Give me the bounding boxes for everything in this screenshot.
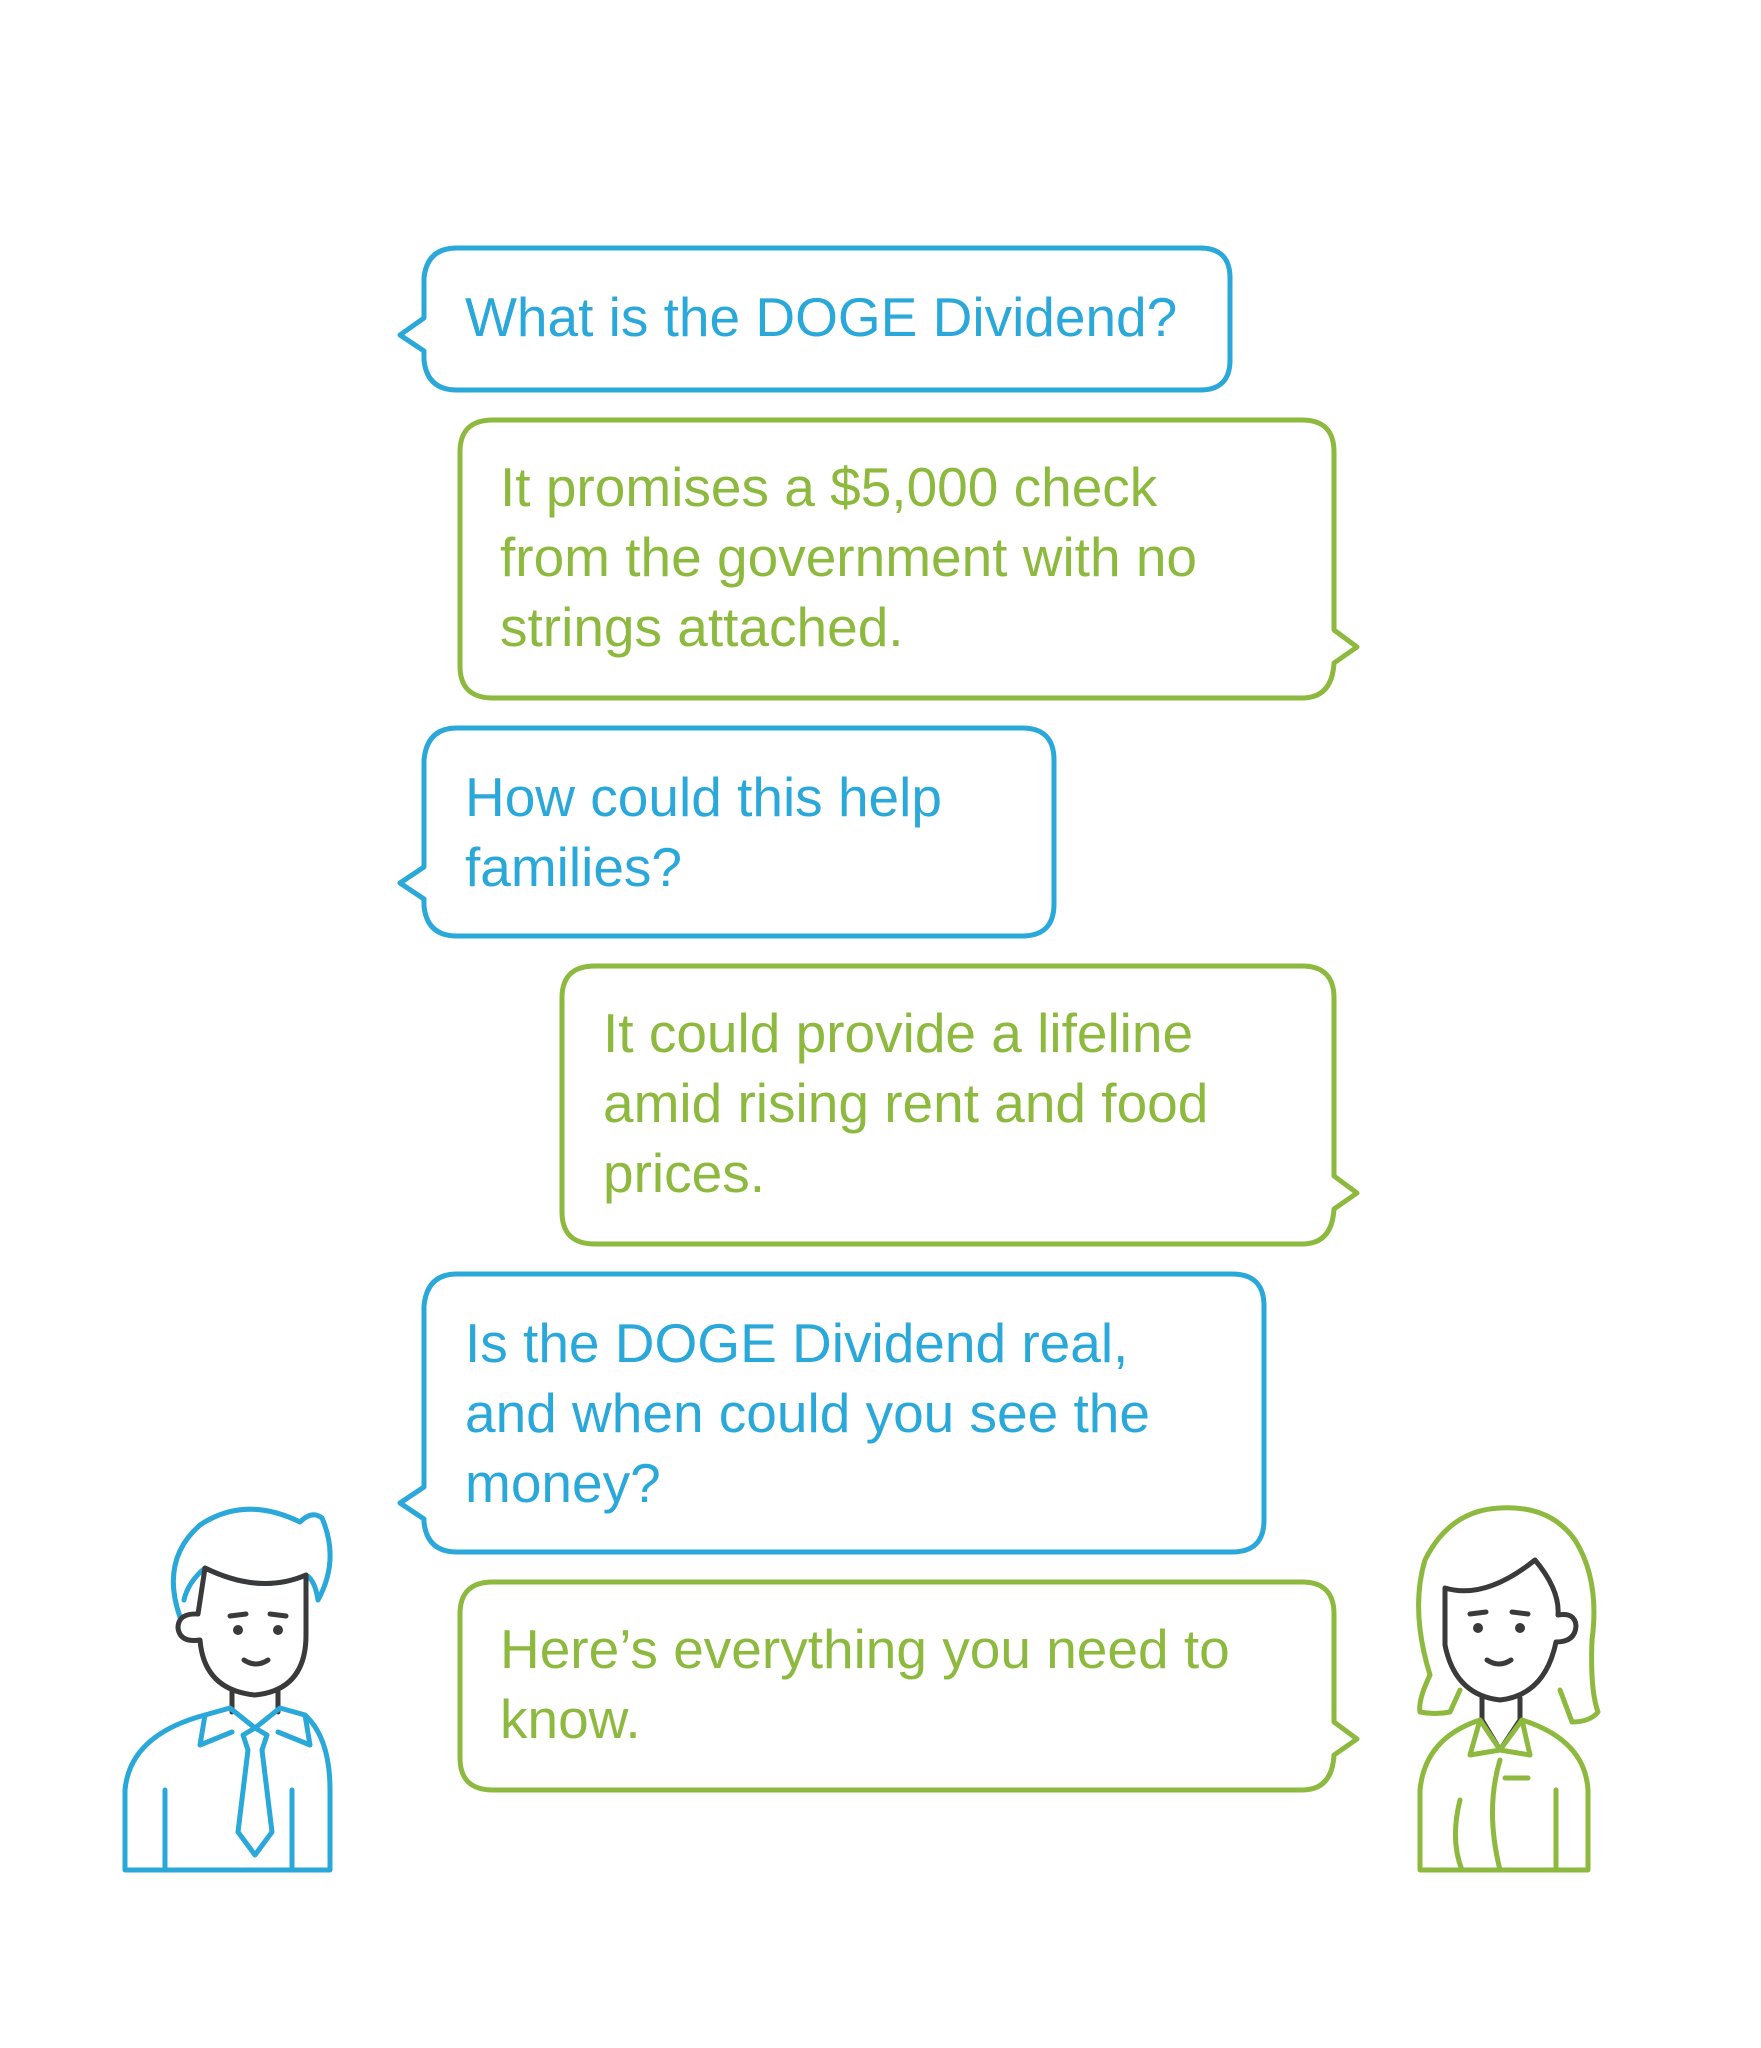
question-1-text: What is the DOGE Dividend? — [465, 286, 1178, 348]
speech-bubble-5 — [397, 1271, 1267, 1555]
speech-bubble-2 — [457, 417, 1360, 701]
woman-shirt — [1417, 1717, 1591, 1873]
speech-bubble-6 — [457, 1579, 1360, 1793]
man-right-eye — [273, 1625, 283, 1635]
man-eyebrows — [227, 1611, 289, 1619]
woman-right-eye — [1515, 1623, 1525, 1633]
man-shirt — [122, 1705, 333, 1873]
man-arms — [162, 1787, 295, 1873]
answer-2-text: It could provide a lifeline amid rising … — [603, 1002, 1209, 1204]
speech-bubble-1 — [397, 245, 1233, 393]
man-left-eye — [233, 1625, 243, 1635]
woman-left-eye — [1473, 1623, 1483, 1633]
woman-hair — [1416, 1505, 1601, 1725]
man-collar — [197, 1712, 313, 1748]
man-tie — [235, 1725, 275, 1858]
speech-bubble-3 — [397, 725, 1057, 939]
woman-face — [1442, 1557, 1579, 1703]
speech-bubble-4 — [559, 963, 1360, 1247]
woman-arms — [1452, 1757, 1559, 1873]
man-with-tie-icon — [122, 1506, 333, 1873]
woman-smile — [1484, 1657, 1514, 1667]
answer-3-text: Here’s everything you need to know. — [500, 1618, 1230, 1750]
question-2-text: How could this help families? — [465, 766, 942, 898]
man-smile — [241, 1657, 271, 1667]
woman-collar — [1467, 1717, 1533, 1758]
woman-eyebrows — [1467, 1609, 1531, 1617]
question-3-text: Is the DOGE Dividend real, and when coul… — [465, 1312, 1150, 1514]
answer-1-text: It promises a $5,000 check from the gove… — [500, 456, 1198, 658]
woman-icon — [1416, 1505, 1601, 1873]
woman-neck — [1479, 1695, 1523, 1753]
